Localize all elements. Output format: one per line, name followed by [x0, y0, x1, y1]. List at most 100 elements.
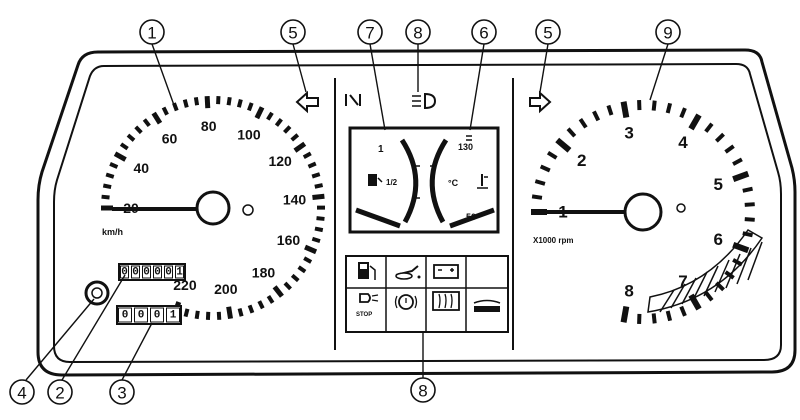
tachometer-tick — [606, 104, 614, 116]
callout-number: 2 — [55, 384, 64, 403]
callout-c6: 6 — [471, 19, 497, 45]
parking-brake-icon — [394, 294, 418, 310]
speedometer-tick-label: 60 — [162, 130, 178, 146]
trip-digit: 0 — [122, 310, 129, 322]
tachometer-tick — [620, 101, 630, 118]
speedometer-tick-label: 40 — [133, 160, 149, 176]
tachometer-tick — [704, 122, 714, 133]
tachometer-tick — [744, 202, 755, 207]
temp-min-label: 50 — [466, 212, 476, 222]
tachometer-tick-label: 3 — [624, 124, 633, 143]
temp-heater-icon — [466, 135, 472, 141]
trip-digit-cell — [166, 307, 180, 323]
speedometer-tick — [193, 97, 200, 106]
speedometer-tick — [297, 265, 307, 274]
speedometer-tick — [283, 281, 292, 291]
speedometer-tick-label: 200 — [214, 281, 238, 297]
odo-digit: 0 — [143, 267, 150, 279]
speedometer-tick-label: 80 — [201, 118, 217, 134]
turn-signal-right-icon — [529, 90, 552, 114]
speedometer-tick — [257, 300, 265, 310]
tachometer-redzone-hatch — [647, 229, 764, 313]
speedometer-tick — [101, 194, 110, 200]
temp-max-label: 130 — [458, 142, 473, 152]
lamp-failure-icon: STOP — [356, 293, 379, 318]
speedometer-tick — [290, 273, 300, 283]
turn-signal-left-icon — [295, 90, 319, 114]
tachometer-tick — [732, 157, 743, 166]
tachometer-tick — [665, 310, 673, 322]
callout-circle — [410, 377, 436, 403]
callout-leaders — [25, 43, 669, 381]
washer-fluid-icon — [473, 299, 501, 312]
callout-circle — [535, 19, 561, 45]
rear-defroster-icon — [432, 291, 460, 311]
odo-digit-cell — [131, 265, 140, 279]
speedometer-tick — [105, 172, 115, 179]
speedometer-tick — [172, 102, 179, 112]
tachometer-tick — [531, 194, 543, 200]
brake-warning-icon — [345, 94, 361, 106]
speedometer-tick — [142, 118, 151, 128]
tachometer-tick — [651, 313, 657, 324]
speedometer-tick — [316, 216, 325, 221]
odo-digit-cell — [164, 265, 173, 279]
tachometer-tick — [665, 102, 673, 114]
speedometer-tick-label: 160 — [277, 232, 301, 248]
speedometer-tick — [274, 118, 283, 127]
callout-number: 7 — [365, 24, 374, 43]
tachometer-tick — [534, 179, 546, 186]
trip-digit: 1 — [170, 310, 177, 322]
callout-c8a: 8 — [405, 19, 431, 45]
callout-circle — [109, 379, 135, 405]
callout-c4: 4 — [9, 379, 35, 405]
trip-frame — [116, 305, 182, 325]
odo-digit: 0 — [154, 267, 161, 279]
speedometer-tick — [109, 162, 119, 169]
callout-number: 8 — [418, 382, 427, 401]
callout-c8b: 8 — [410, 377, 436, 403]
speedometer-tick — [254, 106, 265, 120]
speedometer-tick — [236, 99, 243, 108]
trip-digit-cell — [118, 307, 132, 323]
speedometer-tick — [304, 244, 318, 255]
speedometer-tick-label: 120 — [268, 153, 292, 169]
tachometer-tick-label: 2 — [577, 151, 586, 170]
speedometer-tick — [247, 304, 255, 314]
tachometer-tick — [724, 144, 735, 154]
speedometer-needle-hub — [195, 190, 231, 226]
speedometer-tick — [113, 151, 127, 162]
callout-number: 5 — [543, 24, 552, 43]
speedometer-tick — [272, 285, 284, 298]
speedometer-tick — [283, 125, 292, 134]
odo-digit: 1 — [176, 267, 183, 279]
tachometer-tick — [688, 113, 702, 131]
tachometer-unit: X1000 rpm — [533, 236, 573, 245]
callout-c9: 9 — [655, 19, 681, 45]
tachometer-tick-label: 7 — [678, 272, 687, 291]
tachometer-tick — [592, 110, 601, 122]
callout-c5a: 5 — [280, 19, 306, 45]
callout-number: 6 — [479, 24, 488, 43]
high-beam-icon — [412, 92, 437, 110]
fuel-half-label: 1/2 — [386, 178, 398, 187]
tachometer-tick — [679, 107, 687, 119]
tachometer-tick — [679, 305, 687, 317]
tachometer-tick — [578, 118, 588, 129]
tachometer-needle-hub — [623, 192, 663, 232]
low-fuel-warning-icon — [358, 262, 376, 280]
warning-lights-panel — [345, 255, 509, 333]
tachometer-tick — [742, 186, 753, 193]
speedometer-tick — [183, 308, 190, 318]
fuel-full-label: 1 — [378, 144, 384, 155]
speedometer-tick — [126, 133, 136, 142]
cluster-housing-outer — [36, 48, 797, 377]
speedometer-tick — [102, 183, 112, 190]
speedometer-tick — [266, 294, 275, 304]
stop-label: STOP — [356, 312, 372, 318]
callout-c5b: 5 — [535, 19, 561, 45]
odo-digit-cell — [120, 265, 129, 279]
trip-digit: 0 — [154, 310, 161, 322]
